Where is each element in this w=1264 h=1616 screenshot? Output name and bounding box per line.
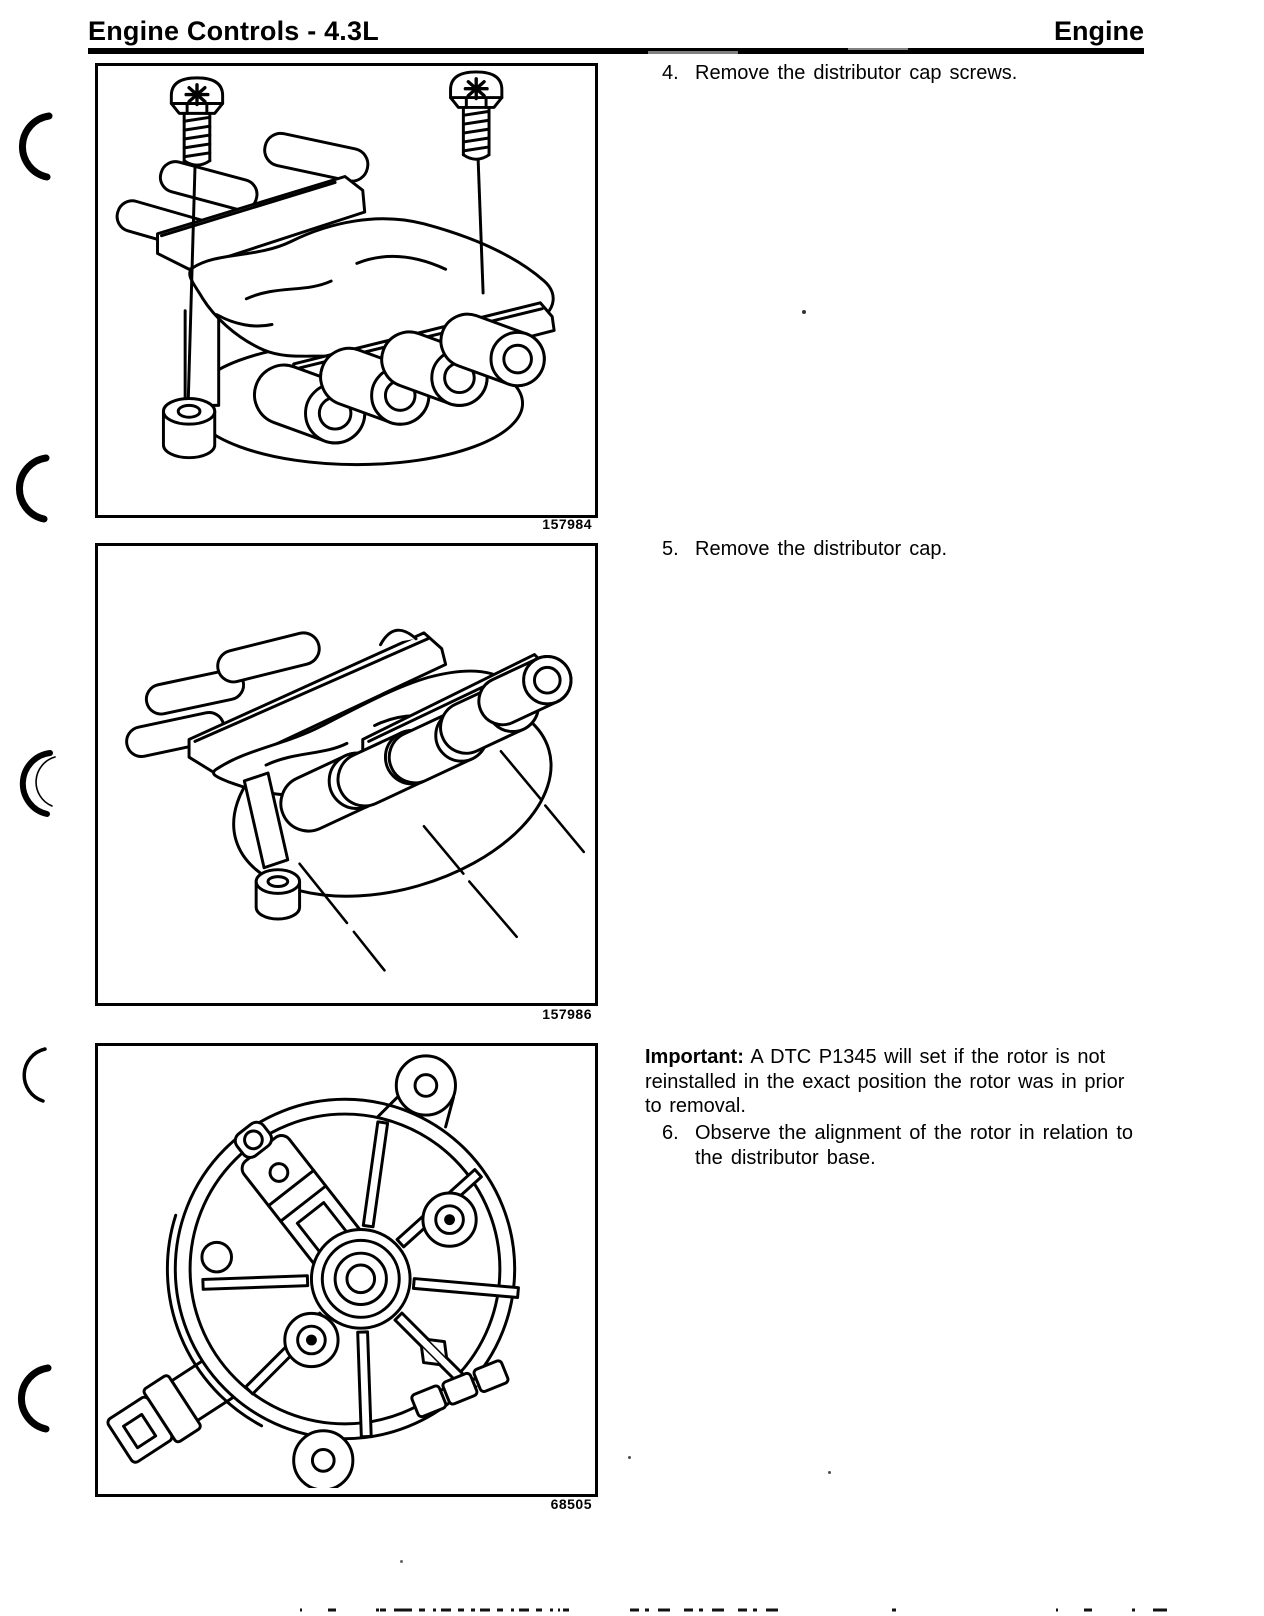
scan-noise-strip [300,1608,1210,1612]
figure-number: 157984 [542,516,592,532]
distributor-cap-with-screws-drawing [115,70,556,467]
figure-number: 157986 [542,1006,592,1022]
step-text: Remove the distributor cap. [695,538,948,560]
figure-box-distributor-base [95,1043,598,1497]
figure-box-cap-screws [95,63,598,518]
step-number: 6. [662,1122,679,1144]
important-note: Important: A DTC P1345 will set if the r… [645,1045,1147,1119]
important-text: A DTC P1345 will set if the rotor is not… [645,1046,1125,1117]
crescent-mark [19,750,53,817]
step-number: 4. [662,62,679,84]
scan-speck [802,310,806,314]
figure-number: 68505 [550,1496,592,1512]
binding-crescent-marks [15,112,56,1433]
step-text: Observe the alignment of the rotor in re… [695,1122,1134,1169]
figure-box-cap-removal [95,543,598,1006]
distributor-cap-removal-drawing [125,628,586,972]
header-rule [88,48,1144,54]
step-text: Remove the distributor cap screws. [695,62,1018,84]
page-title-left: Engine Controls - 4.3L [88,16,379,46]
step-item-4: 4. Remove the distributor cap screws. [662,61,1155,86]
crescent-mark [15,454,50,523]
page-title-right: Engine [1053,16,1144,46]
crescent-mark [18,112,53,181]
scan-speck [628,1456,631,1459]
important-label: Important: [645,1046,744,1068]
distributor-base-rotor-drawing [106,1054,525,1488]
crescent-mark [17,1364,52,1433]
scan-speck [400,1560,403,1563]
step-number: 5. [662,538,679,560]
step-item-5: 5. Remove the distributor cap. [662,537,1155,562]
crescent-mark [22,1047,47,1103]
step-item-6: 6. Observe the alignment of the rotor in… [662,1121,1153,1171]
crescent-mark [35,756,56,807]
scan-speck [828,1471,831,1474]
